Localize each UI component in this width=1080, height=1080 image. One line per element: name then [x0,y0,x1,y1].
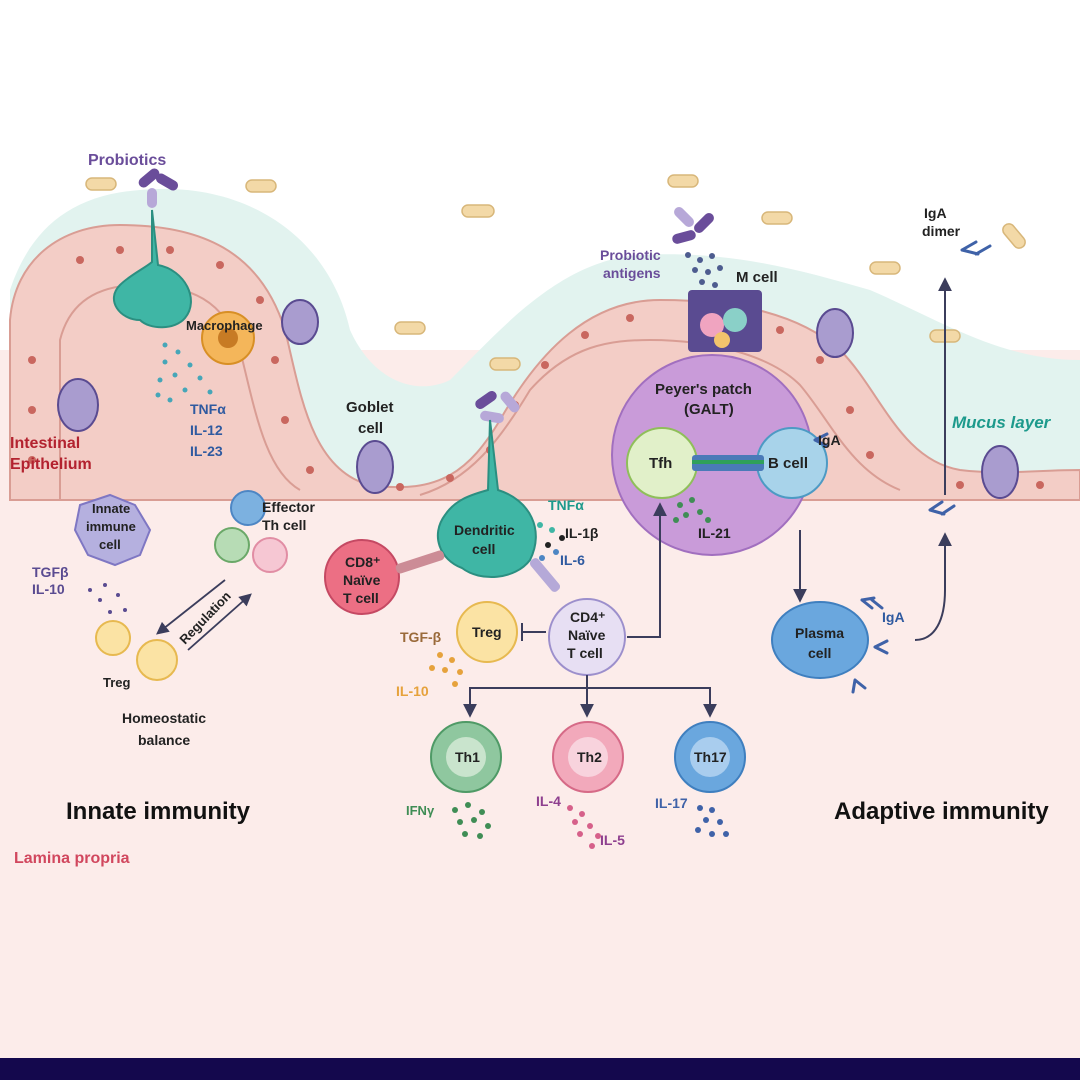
probiotic-antigen-dots [685,252,723,288]
label-probiotic-ag-2: antigens [603,265,661,281]
probiotic-capsules-right [672,207,714,244]
innate-immune-cell [73,493,152,567]
label-lamina-propria: Lamina propria [14,850,130,867]
epithelium-inner-edge [59,283,301,500]
label-cd8-3: T cell [343,590,379,606]
arrow-cd4-to-tfh [627,502,667,638]
label-iga-plasma: IgA [882,609,905,625]
tgfb-dots [88,583,127,614]
label-probiotics: Probiotics [88,152,166,169]
cd4-synapse [529,558,561,592]
probiotic-capsules-left [138,168,179,208]
label-tgfb-center: TGF-β [400,629,442,645]
label-il23: IL-23 [190,443,223,459]
cd8-naive-t-cell [324,539,400,615]
label-il5: IL-5 [600,832,625,848]
label-macrophage: Macrophage [186,318,263,333]
effector-th-cell-blue [230,490,266,526]
label-goblet-2: cell [358,420,383,437]
label-cd8-1: CD8⁺ [345,554,380,570]
branch-arrow-th1 [463,675,588,718]
dendritic-cell-center [436,419,537,578]
label-homeostatic: Homeostatic [122,710,206,726]
label-innate-2: immune [86,519,136,534]
arrow-plasma-to-lumen [914,532,952,641]
label-iga-dimer-2: dimer [922,223,961,239]
epithelium-inner-edge-2 [419,338,901,496]
label-iga-dimer-1: IgA [924,205,947,221]
label-m-cell: M cell [736,269,778,286]
plasma-cell [771,601,869,679]
probiotic-capsules-dc [475,390,520,424]
goblet-cell [57,299,1019,499]
label-plasma-2: cell [808,645,831,661]
label-treg-center: Treg [472,624,502,640]
label-ifny: IFNγ [406,803,435,818]
label-innate-1: Innate [92,501,130,516]
cd8-synapse [395,550,445,574]
dendritic-cell-left [113,209,192,329]
label-il12: IL-12 [190,422,223,438]
label-peyers-1: Peyer's patch [655,381,752,398]
label-th2: Th2 [577,749,602,765]
il17-dots [695,805,729,837]
label-cd4-2: Naïve [568,627,606,643]
tgfb-il10-dots [429,652,463,687]
label-dendritic-2: cell [472,541,495,557]
label-effector-2: Th cell [262,517,306,533]
regulation-arrow-up [187,593,252,651]
label-innate-immunity: Innate immunity [66,798,251,825]
label-adaptive-immunity: Adaptive immunity [834,798,1049,825]
treg-cell-left-2 [136,639,178,681]
label-effector-1: Effector [262,499,315,515]
label-cd4-1: CD4⁺ [570,609,605,625]
treg-cell-left-1 [95,620,131,656]
label-il4: IL-4 [536,793,561,809]
effector-th-cell-green [214,527,250,563]
label-mucus-layer: Mucus layer [952,413,1052,432]
label-treg-left: Treg [103,675,131,690]
label-il21: IL-21 [698,525,731,541]
label-il6: IL-6 [560,552,585,568]
label-probiotic-ag-1: Probiotic [600,247,661,263]
label-il1b: IL-1β [565,525,599,541]
label-tfh: Tfh [649,455,672,472]
label-b-cell: B cell [768,455,808,472]
label-dendritic-1: Dendritic [454,522,515,538]
label-innate-3: cell [99,537,121,552]
label-goblet-1: Goblet [346,399,394,416]
treg-cell-center [456,601,518,663]
iga-antibodies [813,240,992,694]
label-th17: Th17 [694,749,727,765]
il21-dots [673,497,711,523]
label-plasma-1: Plasma [795,625,844,641]
label-tnfa-left: TNFα [190,401,226,417]
label-cd4-3: T cell [567,645,603,661]
label-tnfa-dc: TNFα [548,497,584,513]
label-intestinal: Intestinal [10,435,80,452]
label-balance: balance [138,732,190,748]
label-th1: Th1 [455,749,480,765]
macrophage [201,311,255,365]
label-il17: IL-17 [655,795,688,811]
label-iga-bcell: IgA [818,432,841,448]
cytokine-dots-dc [537,522,565,561]
regulation-arrow-down [156,579,226,635]
bottom-bar [0,1058,1080,1080]
cytokine-dots-left [155,342,213,403]
label-cd8-2: Naïve [343,572,381,588]
label-peyers-2: (GALT) [684,401,734,418]
il4-il5-dots [567,805,601,849]
ifny-dots [452,802,491,839]
label-il10-left: IL-10 [32,581,65,597]
label-epithelium: Epithelium [10,456,92,473]
effector-th-cell-pink [252,537,288,573]
label-tgfb-left: TGFβ [32,564,69,580]
branch-arrow-th17 [587,687,717,718]
epithelial-nuclei [28,246,1044,491]
label-il10-center: IL-10 [396,683,429,699]
